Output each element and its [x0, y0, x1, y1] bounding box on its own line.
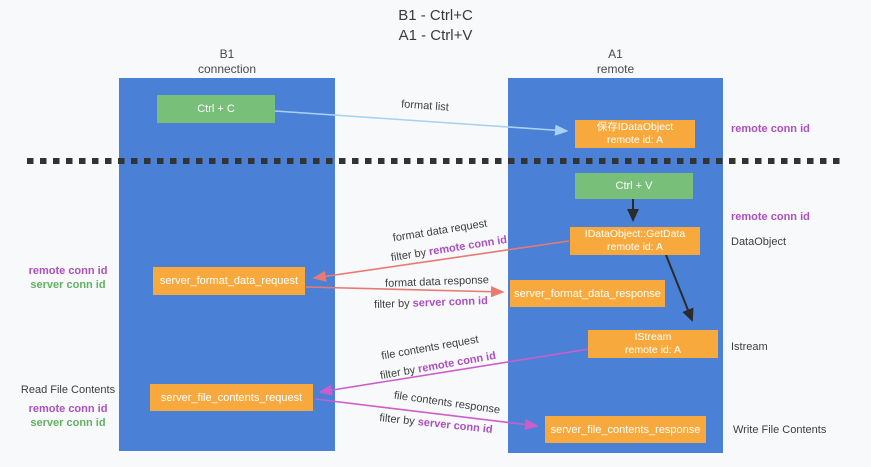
server-file-contents-request-node: server_file_contents_request — [150, 384, 313, 411]
right-remote-conn-id-mid: remote conn id — [731, 211, 810, 223]
format-list-label: format list — [400, 98, 450, 114]
column-a1-name: A1 — [608, 47, 623, 61]
diagram-title: B1 - Ctrl+C A1 - Ctrl+V — [0, 6, 871, 46]
column-header-a1: A1 remote — [508, 47, 723, 77]
title-line-1: B1 - Ctrl+C — [398, 7, 473, 24]
format-data-response-label: format data response — [384, 274, 490, 290]
save-dataobject-line1: 保存IDataObject — [596, 121, 674, 133]
filter-by-text: filter by — [378, 412, 419, 429]
left-server-conn-id-2: server conn id — [30, 417, 106, 429]
write-file-contents-label: Write File Contents — [733, 424, 827, 436]
server-file-contents-response-node: server_file_contents_response — [545, 416, 706, 443]
save-dataobject-node: 保存IDataObject remote id: A — [575, 120, 695, 148]
server-format-data-response-label: server_format_data_response — [514, 287, 661, 300]
istream-side-label: Istream — [731, 341, 768, 353]
server-file-contents-response-label: server_file_contents_response — [550, 423, 701, 436]
server-format-data-request-label: server_format_data_request — [159, 275, 299, 287]
left-remote-conn-id-2: remote conn id — [28, 403, 108, 415]
save-dataobject-line2: remote id: A — [606, 134, 664, 146]
getdata-line2: remote id: A — [606, 241, 664, 253]
ctrl-v-label: Ctrl + V — [615, 180, 653, 192]
istream-node: IStream remote id: A — [588, 330, 718, 358]
left-remote-conn-id-1: remote conn id — [28, 265, 108, 277]
column-header-b1: B1 connection — [119, 47, 335, 77]
getdata-line1: IDataObject::GetData — [584, 228, 686, 240]
column-b1-role: connection — [197, 62, 257, 76]
left-server-conn-id-1: server conn id — [30, 279, 106, 291]
server-conn-id-text: server conn id — [417, 416, 494, 436]
file-contents-response-label: file contents response — [393, 389, 501, 417]
column-a1-role: remote — [596, 62, 635, 76]
read-file-contents-label: Read File Contents — [20, 384, 116, 396]
server-format-data-response-node: server_format_data_response — [510, 280, 665, 307]
getdata-node: IDataObject::GetData remote id: A — [570, 227, 700, 255]
remote-conn-id-text: remote conn id — [428, 233, 508, 259]
filter-by-text: filter by — [390, 246, 431, 265]
filter-by-text: filter by — [373, 297, 413, 311]
filter-by-server-conn-id-label-2: filter by server conn id — [379, 412, 493, 436]
istream-line2: remote id: A — [624, 344, 682, 356]
dataobject-label: DataObject — [731, 236, 787, 248]
server-file-contents-request-label: server_file_contents_request — [160, 391, 303, 404]
filter-by-server-conn-id-label-1: filter by server conn id — [374, 295, 488, 311]
ctrl-c-node: Ctrl + C — [157, 95, 275, 123]
title-line-2: A1 - Ctrl+V — [398, 27, 473, 44]
ctrl-v-node: Ctrl + V — [575, 173, 693, 199]
server-format-data-request-node: server_format_data_request — [153, 267, 305, 295]
ctrl-c-label: Ctrl + C — [197, 103, 235, 115]
server-conn-id-text: server conn id — [412, 295, 489, 310]
right-remote-conn-id-top: remote conn id — [731, 123, 810, 135]
column-b1-name: B1 — [219, 47, 235, 61]
filter-by-text: filter by — [379, 363, 420, 383]
istream-line1: IStream — [634, 331, 672, 343]
